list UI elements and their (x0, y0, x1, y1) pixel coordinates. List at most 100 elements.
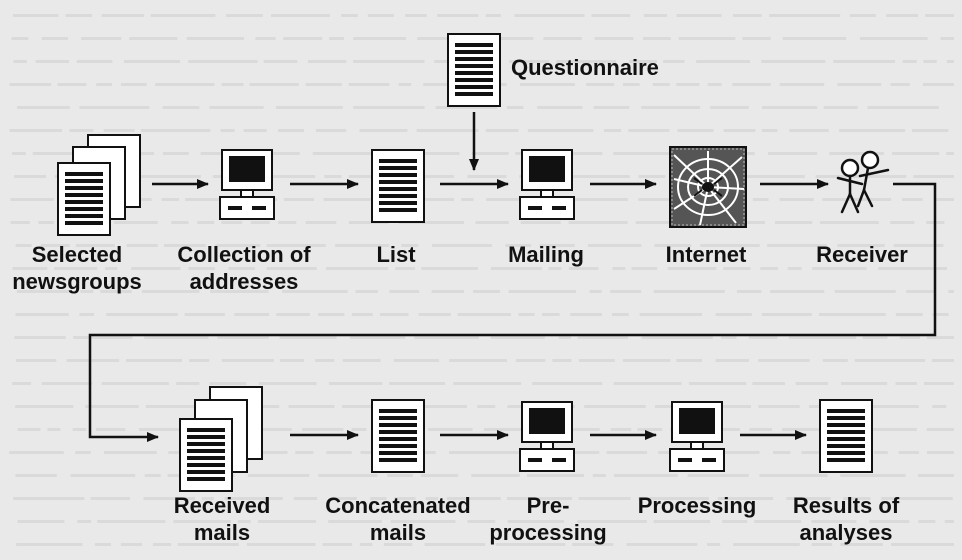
faint-text-stroke (568, 267, 599, 270)
faint-text-stroke (394, 497, 416, 500)
faint-text-stroke (586, 83, 615, 86)
faint-text-stroke (946, 152, 954, 155)
faint-text-stroke (918, 474, 954, 477)
faint-text-stroke (490, 336, 545, 339)
faint-text-stroke (606, 451, 648, 454)
faint-text-stroke (577, 520, 647, 523)
faint-text-stroke (41, 37, 68, 40)
faint-text-stroke (449, 359, 507, 362)
faint-text-stroke (428, 428, 473, 431)
faint-text-stroke (676, 359, 702, 362)
faint-text-stroke (129, 37, 178, 40)
faint-text-stroke (893, 244, 944, 247)
faint-text-stroke (243, 129, 267, 132)
faint-text-stroke (564, 175, 630, 178)
faint-text-stroke (556, 60, 616, 63)
faint-text-stroke (17, 428, 41, 431)
faint-text-stroke (266, 175, 316, 178)
faint-text-stroke (421, 267, 478, 270)
faint-text-stroke (453, 382, 522, 385)
faint-text-stroke (40, 244, 70, 247)
faint-text-stroke (758, 405, 800, 408)
faint-text-stroke (881, 497, 953, 500)
faint-text-stroke (155, 83, 215, 86)
faint-text-stroke (215, 244, 261, 247)
faint-text-stroke (654, 244, 692, 247)
faint-text-stroke (843, 497, 871, 500)
faint-text-stroke (749, 428, 773, 431)
faint-text-stroke (761, 129, 778, 132)
faint-text-stroke (770, 290, 825, 293)
faint-text-stroke (348, 175, 384, 178)
faint-text-stroke (547, 152, 603, 155)
faint-text-stroke (890, 221, 915, 224)
faint-text-stroke (16, 290, 69, 293)
faint-text-stroke (653, 520, 711, 523)
faint-text-stroke (613, 152, 684, 155)
faint-text-stroke (144, 336, 209, 339)
faint-text-stroke (234, 313, 270, 316)
faint-text-stroke (209, 106, 264, 109)
faint-text-stroke (279, 359, 305, 362)
faint-text-stroke (823, 106, 858, 109)
faint-text-stroke (708, 451, 760, 454)
faint-text-stroke (94, 543, 111, 546)
faint-text-stroke (732, 83, 771, 86)
faint-text-stroke (11, 37, 29, 40)
faint-text-stroke (862, 405, 919, 408)
faint-text-stroke (322, 543, 353, 546)
faint-text-stroke (572, 451, 600, 454)
faint-text-stroke (263, 60, 298, 63)
faint-text-stroke (742, 37, 771, 40)
faint-text-stroke (505, 244, 532, 247)
faint-text-stroke (837, 83, 882, 86)
faint-text-stroke (840, 474, 906, 477)
faint-text-stroke (589, 290, 602, 293)
faint-text-stroke (934, 198, 954, 201)
faint-text-stroke (189, 359, 210, 362)
faint-text-stroke (70, 474, 136, 477)
faint-text-stroke (767, 152, 818, 155)
faint-text-stroke (944, 520, 954, 523)
faint-text-stroke (305, 83, 342, 86)
faint-text-stroke (13, 60, 27, 63)
faint-text-stroke (123, 60, 181, 63)
faint-text-stroke (17, 106, 70, 109)
faint-text-stroke (367, 14, 394, 17)
faint-text-stroke (643, 37, 671, 40)
faint-text-stroke (79, 313, 94, 316)
faint-text-stroke (9, 451, 64, 454)
faint-text-stroke (348, 83, 390, 86)
faint-text-stroke (224, 497, 283, 500)
mailing-label: Mailing (508, 242, 584, 267)
faint-text-stroke (17, 520, 65, 523)
faint-text-stroke (789, 129, 829, 132)
faint-text-stroke (106, 313, 178, 316)
faint-text-stroke (140, 129, 211, 132)
faint-text-stroke (779, 83, 825, 86)
faint-text-stroke (676, 83, 700, 86)
faint-text-stroke (150, 14, 216, 17)
faint-text-stroke (120, 543, 143, 546)
faint-text-stroke (47, 428, 61, 431)
faint-text-stroke (677, 129, 714, 132)
computer-icon (519, 149, 575, 220)
faint-text-stroke (773, 451, 791, 454)
faint-text-stroke (593, 106, 630, 109)
faint-text-stroke (9, 129, 63, 132)
faint-text-stroke (351, 428, 367, 431)
faint-text-stroke (932, 313, 949, 316)
faint-text-stroke (761, 106, 818, 109)
list-label: List (376, 242, 416, 267)
faint-text-stroke (326, 451, 352, 454)
faint-text-stroke (687, 474, 749, 477)
faint-text-stroke (788, 336, 856, 339)
faint-text-stroke (283, 198, 315, 201)
faint-text-stroke (342, 359, 381, 362)
faint-text-stroke (707, 83, 722, 86)
faint-text-stroke (506, 497, 573, 500)
faint-text-stroke (141, 290, 200, 293)
faint-text-stroke (420, 474, 459, 477)
faint-text-stroke (781, 428, 838, 431)
faint-text-stroke (890, 83, 910, 86)
